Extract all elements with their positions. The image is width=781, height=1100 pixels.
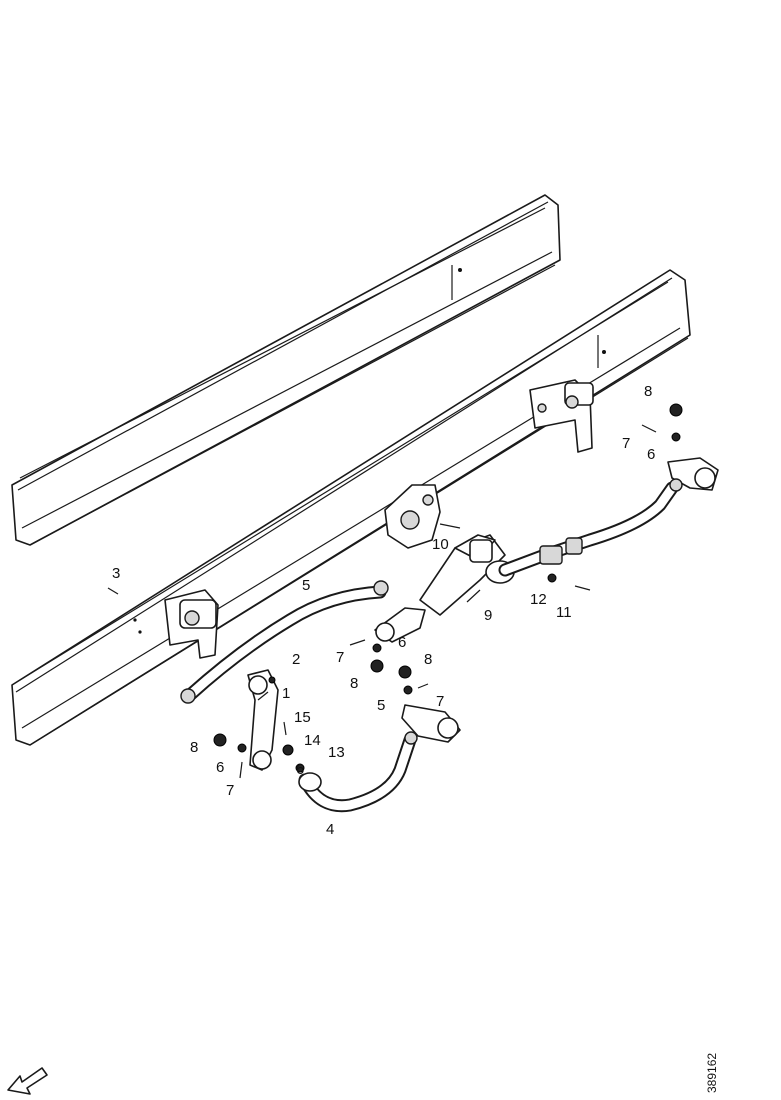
callout-8-center: 8 [350,675,358,692]
callout-7-lower-left: 7 [226,782,234,799]
callout-7-lower-right: 7 [436,693,444,710]
frame-bracket-left [164,589,219,659]
leader-lines [257,523,481,701]
steering-arm-lower [401,704,461,743]
callout-14: 14 [304,732,321,749]
callout-6-lower: 6 [216,759,224,776]
callout-5-lower: 5 [377,697,385,714]
callout-13: 13 [328,744,345,761]
pitman-arm [247,669,279,771]
bellcrank-bracket [419,534,515,616]
callout-10: 10 [432,536,449,553]
callout-8-right: 8 [424,651,432,668]
callout-12: 12 [530,591,547,608]
callout-1: 1 [282,685,290,702]
center-arm-link [374,607,426,643]
callout-3: 3 [112,565,120,582]
drag-link-right [498,481,679,577]
callout-11: 11 [556,604,572,621]
callout-6-center: 6 [398,634,406,651]
fasteners [107,403,683,773]
steering-gear-housing [384,484,441,549]
callout-8-left: 8 [190,739,198,756]
callout-9: 9 [484,607,492,624]
callout-4: 4 [326,821,334,838]
cotter-pins [239,424,657,779]
callout-2: 2 [292,651,300,668]
callout-6-mid: 6 [296,761,304,778]
frame-rail-upper [11,194,561,546]
steering-arm-right [667,457,719,492]
frame-bracket-right [529,379,594,453]
callout-7-right: 7 [622,435,630,452]
callout-labels: 1 2 3 4 5 5 6 6 6 6 7 7 7 7 8 8 8 8 9 10… [112,383,655,838]
callout-5-upper: 5 [302,577,310,594]
tie-rod-lower [298,731,418,813]
callout-7-center: 7 [336,649,344,666]
callout-6-right: 6 [647,446,655,463]
front-direction-arrow-icon [7,1067,48,1095]
callout-15: 15 [294,709,311,726]
callout-8-top: 8 [644,383,652,400]
drag-link-upper [180,580,389,704]
reference-code: 389162 [705,1053,719,1093]
